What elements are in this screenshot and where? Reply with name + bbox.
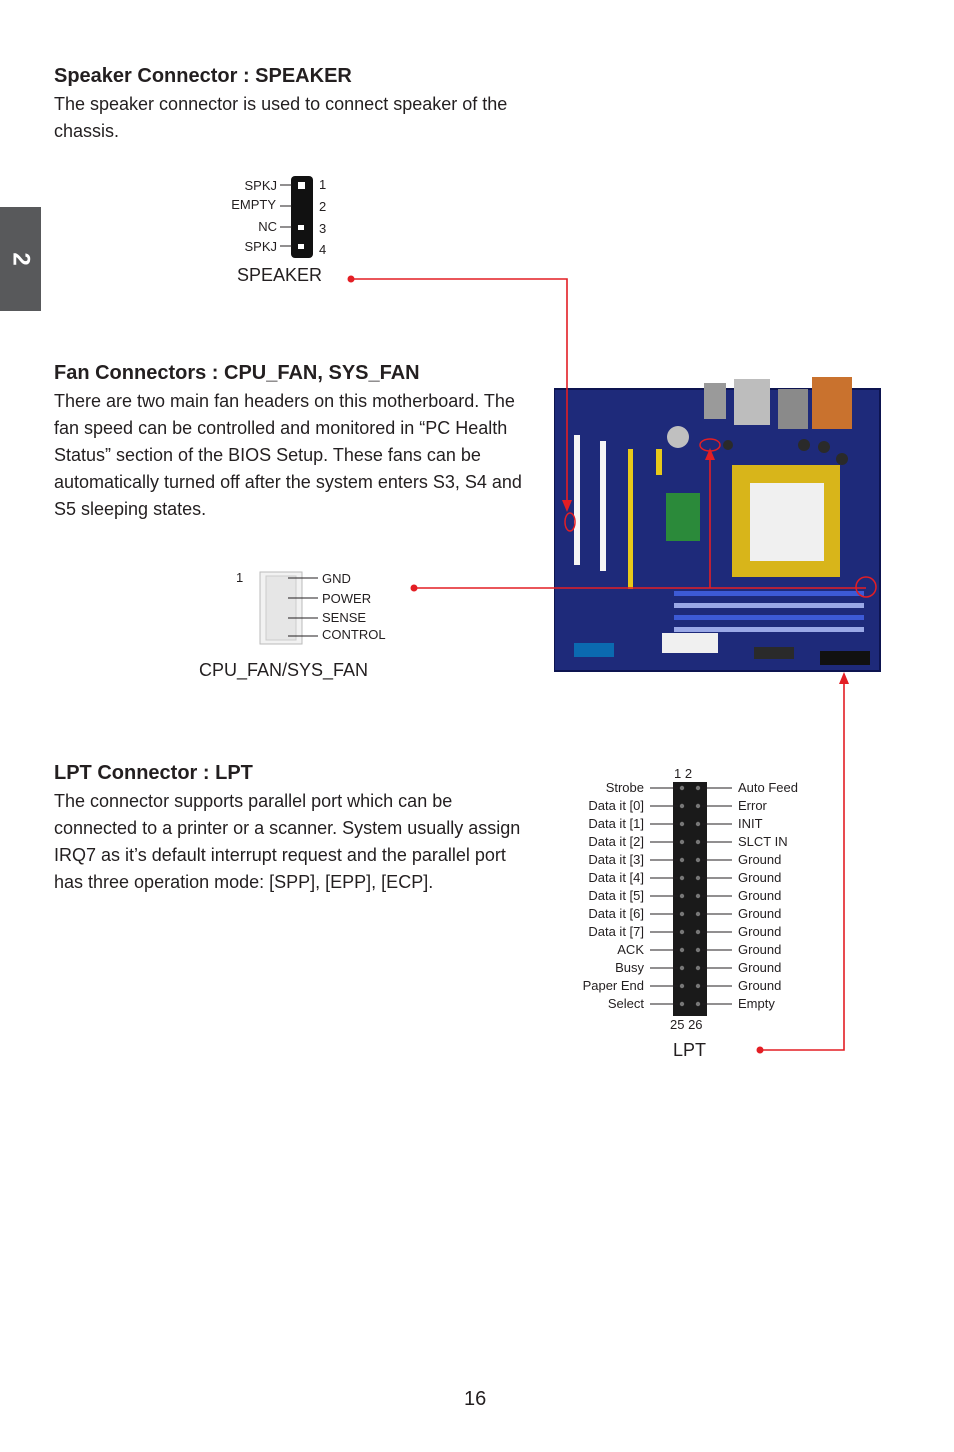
lpt-heading: LPT Connector : LPT bbox=[54, 762, 253, 784]
lpt-pin bbox=[679, 893, 685, 899]
lpt-right-pin-label: Empty bbox=[738, 996, 775, 1011]
lpt-left-pin-label: Data it [2] bbox=[588, 834, 644, 849]
lpt-pin bbox=[679, 1001, 685, 1007]
lpt-pin bbox=[695, 911, 701, 917]
lpt-caption: LPT bbox=[673, 1040, 707, 1060]
fan-diagram: 1 GND POWER SENSE CONTROL bbox=[230, 566, 410, 650]
lpt-right-pin-label: Ground bbox=[738, 960, 782, 975]
speaker-pin-label: NC bbox=[258, 219, 277, 234]
speaker-description: The speaker connector is used to connect… bbox=[54, 94, 508, 141]
fan-pin-label: SENSE bbox=[322, 610, 367, 625]
lpt-pin bbox=[695, 821, 701, 827]
speaker-pin-label: EMPTY bbox=[231, 197, 276, 212]
lpt-left-pin-label: Data it [0] bbox=[588, 798, 644, 813]
lpt-right-pin-label: Ground bbox=[738, 924, 782, 939]
lpt-pin bbox=[695, 983, 701, 989]
lpt-pin bbox=[695, 893, 701, 899]
fan-description: There are two main fan headers on this m… bbox=[54, 391, 522, 519]
speaker-pin-label: SPKJ bbox=[244, 178, 277, 193]
lpt-pin bbox=[679, 875, 685, 881]
lpt-right-pin-label: SLCT IN bbox=[738, 834, 788, 849]
lpt-left-pin-label: Data it [4] bbox=[588, 870, 644, 885]
lpt-pin bbox=[679, 947, 685, 953]
lpt-pin bbox=[695, 1001, 701, 1007]
lpt-pin bbox=[679, 821, 685, 827]
speaker-heading: Speaker Connector : SPEAKER bbox=[54, 65, 352, 87]
lpt-pin bbox=[679, 911, 685, 917]
lpt-pin bbox=[679, 785, 685, 791]
lpt-pin bbox=[679, 929, 685, 935]
lpt-bottom-numbers: 25 26 bbox=[670, 1017, 703, 1032]
lpt-left-pin-label: Paper End bbox=[582, 978, 644, 993]
lpt-right-pin-label: Ground bbox=[738, 906, 782, 921]
lpt-pin bbox=[679, 965, 685, 971]
lpt-right-pin-label: Error bbox=[738, 798, 767, 813]
lpt-left-pin-label: Data it [3] bbox=[588, 852, 644, 867]
speaker-pin-label: SPKJ bbox=[244, 239, 277, 254]
lpt-pin bbox=[679, 803, 685, 809]
lpt-right-pin-label: Ground bbox=[738, 852, 782, 867]
page-number: 16 bbox=[464, 1388, 487, 1410]
speaker-pin-number: 4 bbox=[319, 242, 327, 257]
speaker-caption: SPEAKER bbox=[237, 265, 323, 285]
lpt-pin bbox=[695, 965, 701, 971]
fan-pin-label: CONTROL bbox=[322, 627, 386, 642]
fan-header-graphic bbox=[259, 571, 318, 645]
lpt-pin bbox=[695, 803, 701, 809]
lpt-pin bbox=[695, 857, 701, 863]
lpt-left-pin-label: Data it [1] bbox=[588, 816, 644, 831]
speaker-diagram: SPKJ EMPTY NC SPKJ 1 2 3 4 bbox=[180, 172, 360, 262]
lpt-left-pin-label: Strobe bbox=[605, 780, 644, 795]
lpt-pin bbox=[679, 983, 685, 989]
lpt-left-pin-label: Busy bbox=[615, 960, 644, 975]
lpt-pin bbox=[695, 839, 701, 845]
fan-heading: Fan Connectors : CPU_FAN, SYS_FAN bbox=[54, 362, 420, 384]
lpt-left-pin-label: Select bbox=[607, 996, 644, 1011]
lpt-left-pin-label: ACK bbox=[617, 942, 644, 957]
lpt-left-pin-label: Data it [6] bbox=[588, 906, 644, 921]
fan-pin-one: 1 bbox=[236, 570, 244, 585]
lpt-pin bbox=[695, 785, 701, 791]
speaker-pin-number: 2 bbox=[319, 199, 327, 214]
lpt-left-pin-label: Data it [5] bbox=[588, 888, 644, 903]
lpt-pin bbox=[695, 929, 701, 935]
lpt-right-pin-label: Ground bbox=[738, 942, 782, 957]
chapter-tab: 2 bbox=[0, 207, 41, 311]
speaker-pin-number: 1 bbox=[319, 177, 327, 192]
lpt-left-pin-label: Data it [7] bbox=[588, 924, 644, 939]
lpt-right-pin-label: Ground bbox=[738, 870, 782, 885]
motherboard-image bbox=[554, 377, 881, 672]
lpt-pin bbox=[679, 839, 685, 845]
lpt-top-numbers: 1 2 bbox=[674, 766, 693, 781]
speaker-header-graphic bbox=[280, 176, 313, 258]
lpt-description: The connector supports parallel port whi… bbox=[54, 791, 521, 892]
lpt-right-pin-label: Ground bbox=[738, 978, 782, 993]
fan-pin-label: POWER bbox=[322, 591, 372, 606]
lpt-right-pin-label: INIT bbox=[738, 816, 763, 831]
lpt-header-graphic bbox=[650, 782, 732, 1016]
lpt-pin bbox=[695, 875, 701, 881]
speaker-pin-number: 3 bbox=[319, 221, 327, 236]
lpt-right-pin-label: Ground bbox=[738, 888, 782, 903]
lpt-pin bbox=[679, 857, 685, 863]
lpt-right-pin-label: Auto Feed bbox=[738, 780, 798, 795]
fan-caption: CPU_FAN/SYS_FAN bbox=[199, 660, 369, 680]
lpt-pin bbox=[695, 947, 701, 953]
fan-pin-label: GND bbox=[322, 571, 351, 586]
